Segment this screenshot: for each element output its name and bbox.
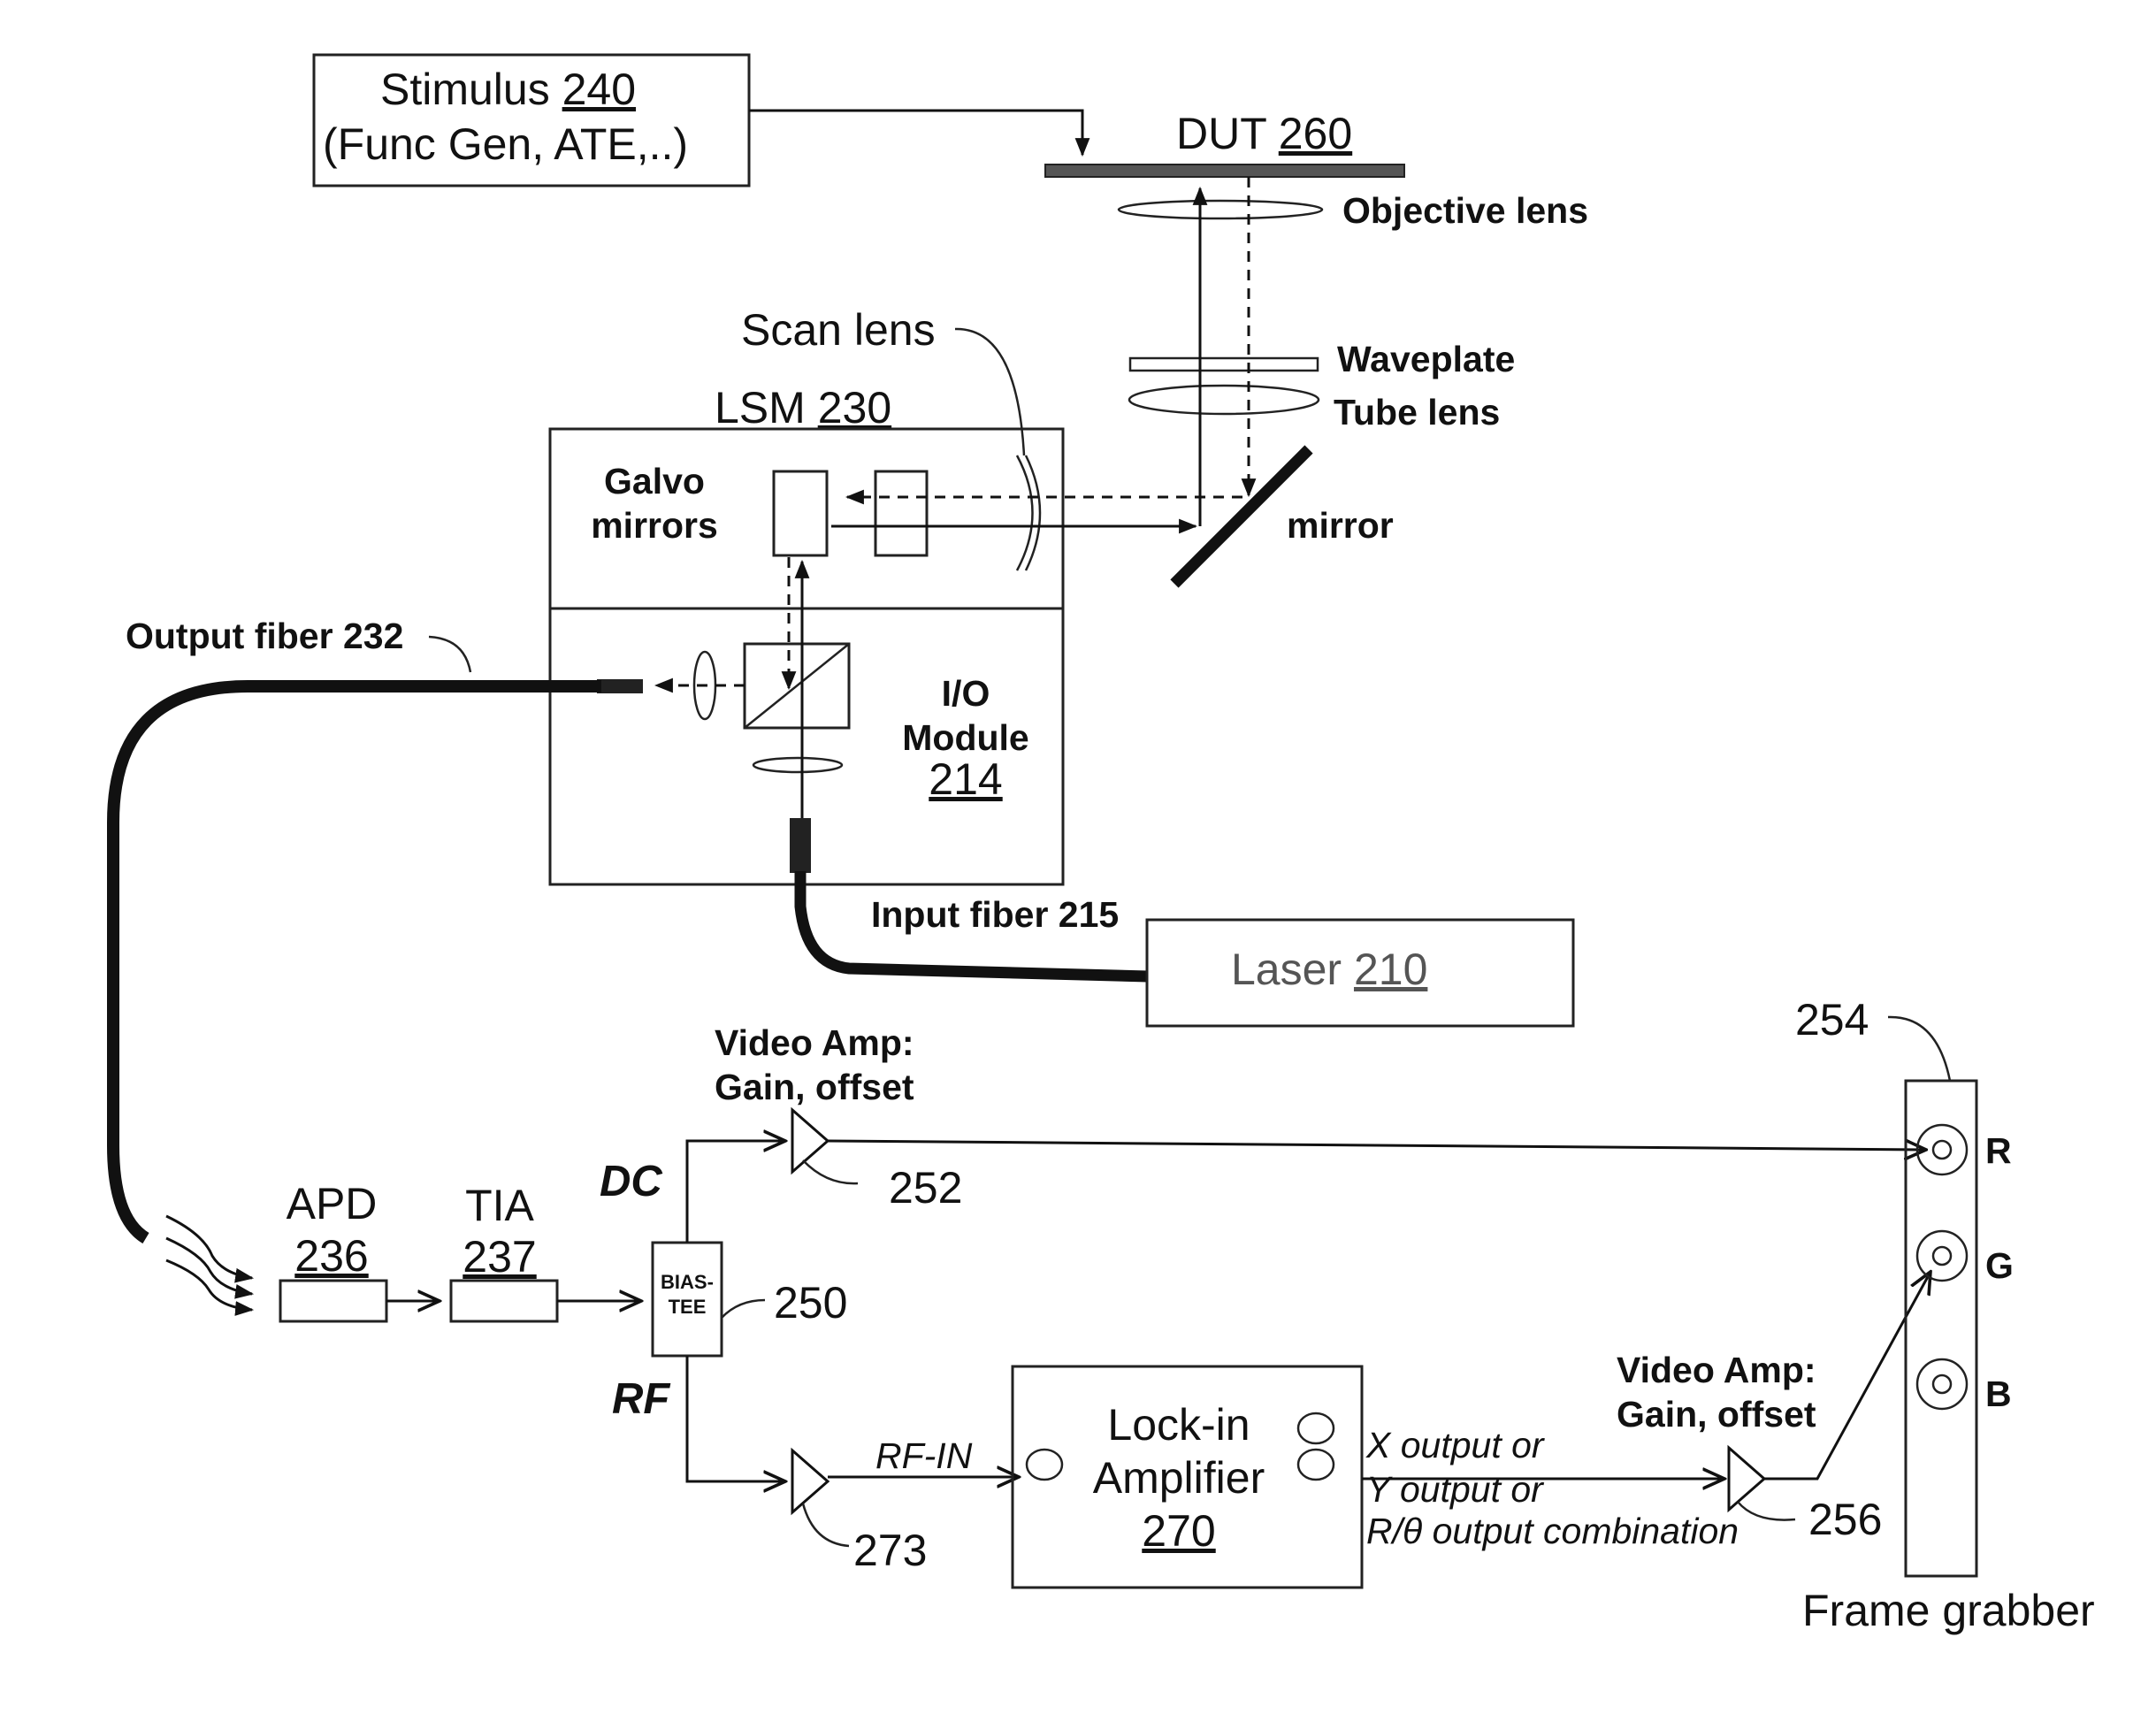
input-fiber-connector: [790, 818, 811, 873]
stimulus-to-dut-line: [749, 111, 1082, 155]
galvo-label-line2: mirrors: [591, 505, 718, 546]
laser-ref: 210: [1354, 945, 1427, 994]
output-fiber-label: Output fiber 232: [126, 616, 403, 656]
b-channel-label: B: [1985, 1373, 2012, 1414]
g-channel-port-inner: [1933, 1247, 1951, 1265]
r-channel-label: R: [1985, 1130, 2012, 1171]
bias-tee-line2: TEE: [669, 1296, 707, 1318]
beam-splitter-diagonal: [745, 644, 849, 728]
laser-label: Laser: [1231, 945, 1354, 994]
lockin-output-line3: R/θ output combination: [1366, 1511, 1739, 1551]
stimulus-ref: 240: [562, 65, 636, 114]
output-fiber-leader: [429, 637, 470, 672]
g-channel-label: G: [1985, 1245, 2014, 1286]
tia-box: [451, 1281, 557, 1321]
rf-in-label: RF-IN: [875, 1435, 973, 1476]
r-channel-port-inner: [1933, 1141, 1951, 1159]
frame-grabber-leader: [1888, 1017, 1950, 1081]
dc-to-r-channel-line: [828, 1141, 1926, 1150]
video-amp-bottom-line2: Gain, offset: [1617, 1394, 1816, 1435]
tube-lens-label: Tube lens: [1334, 392, 1500, 432]
lsm-ref: 230: [818, 383, 891, 432]
io-label-line2: Module: [902, 717, 1028, 758]
lockin-line1: Lock-in: [1107, 1400, 1250, 1450]
svg-text:LSM 230: LSM 230: [715, 383, 891, 432]
bias-tee-ref: 250: [774, 1278, 847, 1328]
svg-text:DUT 260: DUT 260: [1176, 109, 1352, 158]
rf-amp-ref: 273: [853, 1526, 927, 1575]
dut-block: DUT 260: [1045, 109, 1404, 177]
mirror-label: mirror: [1287, 505, 1394, 546]
objective-lens: [1119, 201, 1322, 218]
video-amp-bottom-triangle: [1729, 1448, 1764, 1510]
video-amp-top-line2: Gain, offset: [715, 1067, 914, 1107]
coupling-lens-input: [753, 758, 842, 772]
rf-amp-leader: [803, 1504, 849, 1546]
input-fiber-label: Input fiber 215: [871, 894, 1119, 935]
galvo-label-line1: Galvo: [604, 461, 705, 501]
lockin-line2: Amplifier: [1093, 1453, 1265, 1503]
waveplate-label: Waveplate: [1337, 339, 1515, 379]
bias-tee-block: BIAS- TEE: [653, 1243, 722, 1356]
scan-lens-outer: [1017, 455, 1033, 570]
video-amp-top-line1: Video Amp:: [715, 1022, 914, 1063]
lockin-input-port: [1027, 1450, 1062, 1480]
video-amp-bottom-leader: [1738, 1502, 1795, 1520]
lsm-label: LSM: [715, 383, 818, 432]
video-amp-top-leader: [803, 1160, 858, 1183]
lockin-ref: 270: [1142, 1506, 1215, 1556]
lockin-output-port-2: [1298, 1450, 1334, 1480]
svg-text:Laser 210: Laser 210: [1231, 945, 1427, 994]
g-channel-port-outer: [1917, 1231, 1967, 1281]
frame-grabber-block: R G B: [1906, 1081, 2014, 1576]
laser-block: Laser 210: [1147, 920, 1573, 1026]
rf-label: RF: [612, 1375, 670, 1423]
stimulus-subtitle: (Func Gen, ATE,..): [323, 119, 688, 169]
io-label-line1: I/O: [942, 673, 990, 714]
stimulus-block: Stimulus 240 (Func Gen, ATE,..): [314, 55, 749, 186]
lockin-output-line1: X output or: [1365, 1425, 1546, 1465]
dut-plate: [1045, 165, 1404, 177]
video-amp-top-triangle: [792, 1110, 828, 1172]
scan-element: [875, 471, 927, 555]
tia-label: TIA: [465, 1181, 534, 1230]
b-channel-port-outer: [1917, 1359, 1967, 1409]
apd-ref: 236: [294, 1231, 368, 1281]
dut-ref: 260: [1279, 109, 1352, 158]
video-amp-bottom-ref: 256: [1808, 1495, 1882, 1544]
frame-grabber-ref: 254: [1795, 995, 1869, 1044]
lockin-output-line2: Y output or: [1366, 1469, 1545, 1510]
rf-amp-triangle: [792, 1450, 828, 1512]
video-amp-top-ref: 252: [889, 1163, 962, 1213]
galvo-mirror: [774, 471, 827, 555]
waveplate: [1130, 358, 1318, 371]
rf-path-line: [687, 1356, 785, 1481]
dc-path-line: [687, 1141, 785, 1243]
tube-lens: [1129, 386, 1319, 414]
scan-lens-leader: [955, 329, 1024, 455]
video-amp-bottom-line1: Video Amp:: [1617, 1350, 1816, 1390]
output-fiber: [113, 686, 601, 1238]
dut-label: DUT: [1176, 109, 1279, 158]
io-ref: 214: [929, 754, 1002, 804]
tia-ref: 237: [463, 1232, 536, 1282]
frame-grabber-label: Frame grabber: [1802, 1586, 2095, 1635]
apd-box: [280, 1281, 386, 1321]
output-fiber-connector: [597, 679, 643, 693]
stimulus-label: Stimulus: [380, 65, 562, 114]
lockin-block: Lock-in Amplifier 270: [1013, 1366, 1362, 1588]
bias-tee-line1: BIAS-: [661, 1271, 714, 1293]
b-channel-port-inner: [1933, 1375, 1951, 1393]
dc-label: DC: [600, 1158, 662, 1205]
lsm-block: LSM 230 Galvo mirrors: [550, 383, 1063, 884]
svg-text:Stimulus 240: Stimulus 240: [380, 65, 636, 114]
scan-lens-label: Scan lens: [741, 305, 936, 355]
apd-label: APD: [287, 1179, 378, 1228]
objective-lens-label: Objective lens: [1342, 190, 1588, 231]
bias-tee-leader: [722, 1300, 765, 1318]
lockin-output-port-1: [1298, 1413, 1334, 1443]
io-module-block: I/O Module 214: [694, 644, 1029, 804]
